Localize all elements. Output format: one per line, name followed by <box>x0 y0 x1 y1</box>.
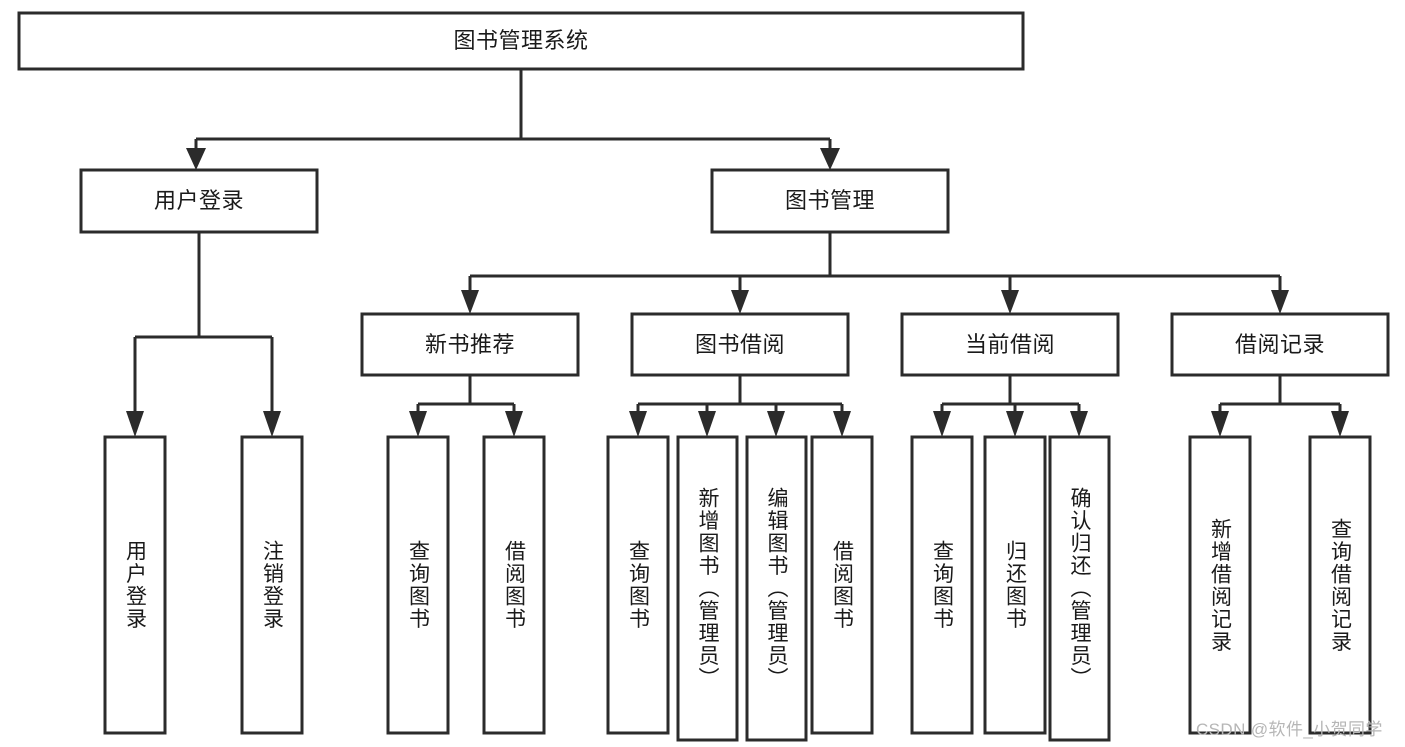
arrow-head-icon <box>186 148 206 170</box>
arrow-head-icon <box>409 411 427 437</box>
node-box-leaf-query-book-current[interactable] <box>910 435 974 735</box>
arrow-head-icon <box>1001 290 1019 314</box>
node-box-leaf-borrow-book-recommend[interactable] <box>482 435 546 735</box>
arrow-head-icon <box>820 148 840 170</box>
arrow-head-icon <box>461 290 479 314</box>
node-box-user-login[interactable] <box>79 168 319 234</box>
arrow-head-icon <box>1211 411 1229 437</box>
arrow-head-icon <box>767 411 785 437</box>
arrow-head-icon <box>629 411 647 437</box>
arrow-head-icon <box>833 411 851 437</box>
connector-bookborrow-to-leaves <box>629 375 851 437</box>
arrow-head-icon <box>263 411 281 437</box>
arrow-head-icon <box>1331 411 1349 437</box>
connector-currentborrow-to-leaves <box>933 375 1088 437</box>
node-box-borrow-record[interactable] <box>1170 312 1390 377</box>
connector-root-to-level2 <box>186 69 840 170</box>
connector-borrowrecord-to-leaves <box>1211 375 1349 437</box>
csdn-watermark: CSDN @软件_小贺同学 <box>1196 720 1383 739</box>
connector-bookmgmt-to-level3 <box>461 232 1289 314</box>
node-box-new-book-recommend[interactable] <box>360 312 580 377</box>
node-box-root[interactable] <box>17 11 1025 71</box>
node-box-leaf-confirm-return-admin[interactable] <box>1048 435 1111 742</box>
arrow-head-icon <box>505 411 523 437</box>
arrow-head-icon <box>698 411 716 437</box>
arrow-head-icon <box>1070 411 1088 437</box>
node-box-leaf-return-book[interactable] <box>983 435 1047 735</box>
arrow-head-icon <box>1006 411 1024 437</box>
arrow-head-icon <box>933 411 951 437</box>
arrow-head-icon <box>731 290 749 314</box>
node-box-leaf-user-logout[interactable] <box>240 435 304 735</box>
connector-userlogin-to-leaves <box>126 232 281 437</box>
node-box-leaf-add-book-admin[interactable] <box>676 435 739 742</box>
node-box-leaf-query-book-borrow[interactable] <box>606 435 670 735</box>
node-box-leaf-borrow-book[interactable] <box>810 435 874 735</box>
node-box-leaf-query-book-recommend[interactable] <box>386 435 450 735</box>
node-box-leaf-user-login[interactable] <box>103 435 167 735</box>
node-box-leaf-edit-book-admin[interactable] <box>745 435 808 742</box>
node-box-current-borrow[interactable] <box>900 312 1120 377</box>
arrow-head-icon <box>1271 290 1289 314</box>
node-box-leaf-add-borrow-record[interactable] <box>1188 435 1252 735</box>
node-box-book-borrow[interactable] <box>630 312 850 377</box>
arrow-head-icon <box>126 411 144 437</box>
node-box-book-management[interactable] <box>710 168 950 234</box>
connector-recommend-to-leaves <box>409 375 523 437</box>
node-box-leaf-query-borrow-record[interactable] <box>1308 435 1372 735</box>
